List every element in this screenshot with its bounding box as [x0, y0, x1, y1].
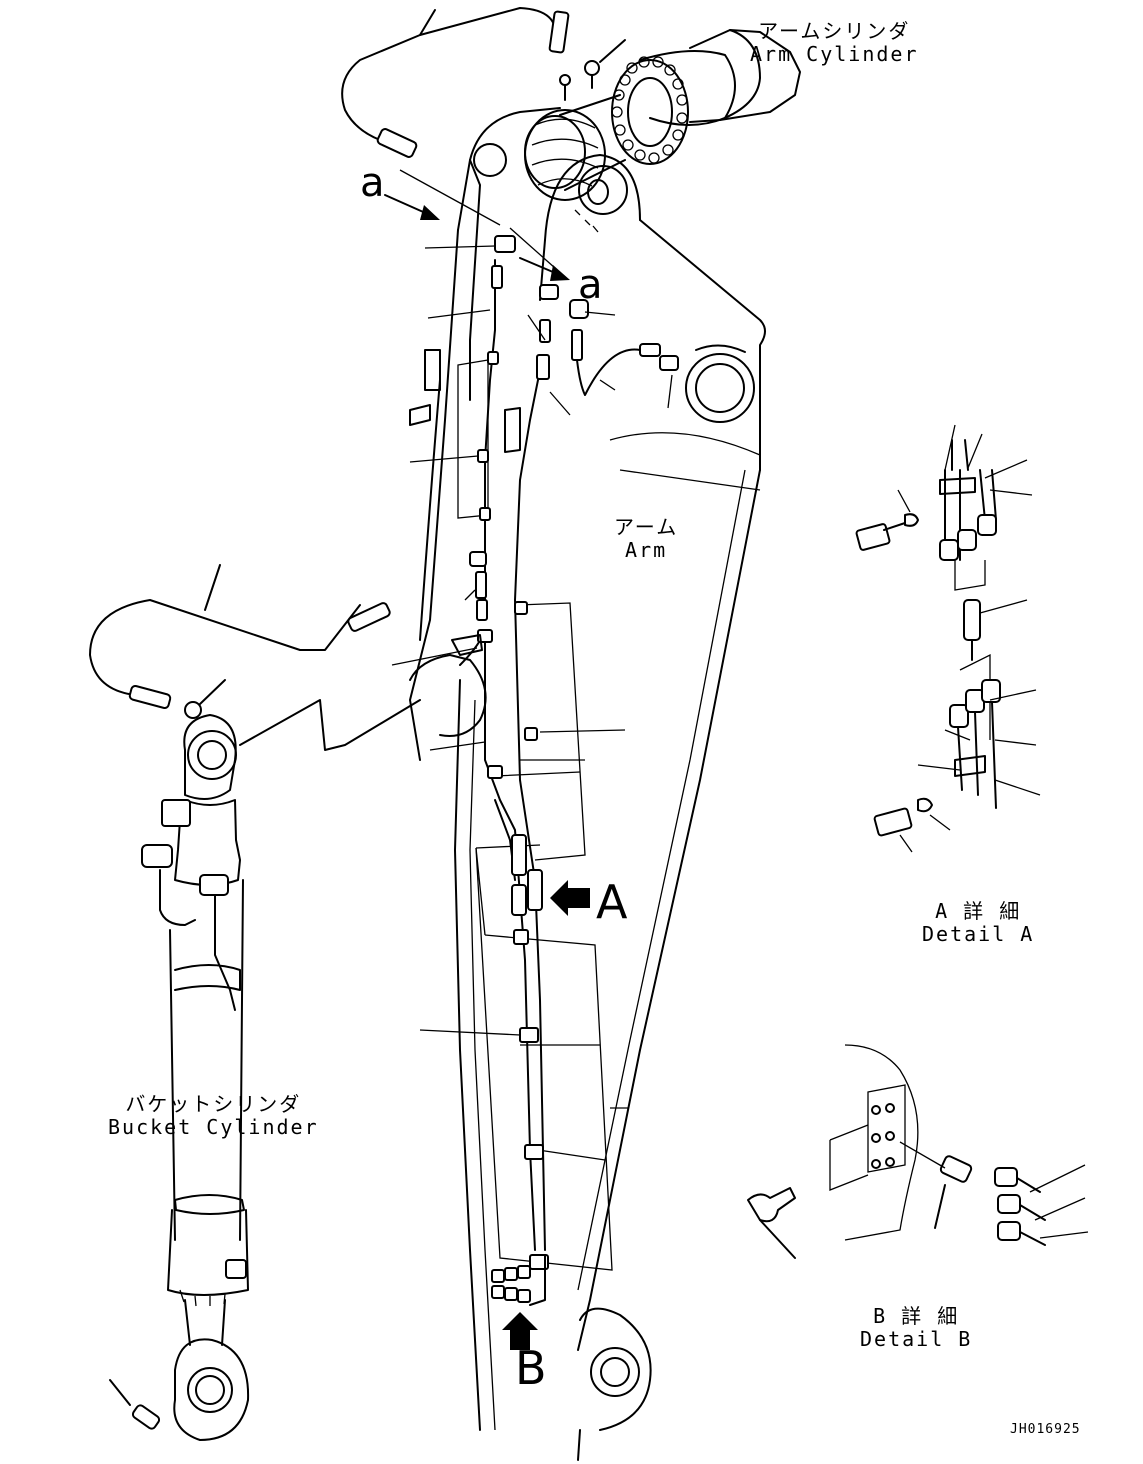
section-marker-a-end: a — [578, 262, 603, 308]
bucket-cylinder-label: バケットシリンダ Bucket Cylinder — [108, 1093, 319, 1139]
view-a-letter: A — [596, 875, 628, 929]
arm-body — [409, 107, 766, 1461]
detail-a-label-jp: A 詳 細 — [935, 899, 1022, 923]
detail-b-label-en: Detail B — [860, 1327, 973, 1351]
view-arrows — [384, 194, 590, 1350]
section-marker-a-start: a — [360, 160, 385, 206]
detail-b-label-jp: B 詳 細 — [873, 1304, 960, 1328]
arm-cylinder-label: アームシリンダ Arm Cylinder — [750, 20, 919, 66]
view-b-arrow — [502, 1312, 538, 1350]
arm-cylinder-label-en: Arm Cylinder — [750, 42, 919, 66]
view-b-letter: B — [515, 1341, 547, 1395]
detail-b-drawing — [747, 1044, 1089, 1259]
bucket-cylinder-label-jp: バケットシリンダ — [125, 1092, 302, 1116]
detail-b-label: B 詳 細 Detail B — [860, 1305, 972, 1351]
arm-label-en: Arm — [625, 538, 668, 562]
arm-label: アーム Arm — [614, 516, 678, 562]
detail-a-drawing — [855, 424, 1041, 853]
bucket-cylinder-label-en: Bucket Cylinder — [108, 1115, 319, 1139]
arm-label-jp: アーム — [614, 515, 679, 539]
detail-a-label-en: Detail A — [922, 922, 1035, 946]
leader-lines — [391, 169, 673, 1109]
detail-a-label: A 詳 細 Detail A — [922, 900, 1034, 946]
view-a-arrow — [550, 880, 590, 916]
arm-piping — [89, 7, 679, 1306]
drawing-number: JH016925 — [1010, 1422, 1081, 1437]
bucket-cylinder-drawing — [109, 714, 250, 1441]
arm-cylinder-drawing — [524, 29, 801, 201]
arm-cylinder-label-jp: アームシリンダ — [758, 19, 911, 43]
